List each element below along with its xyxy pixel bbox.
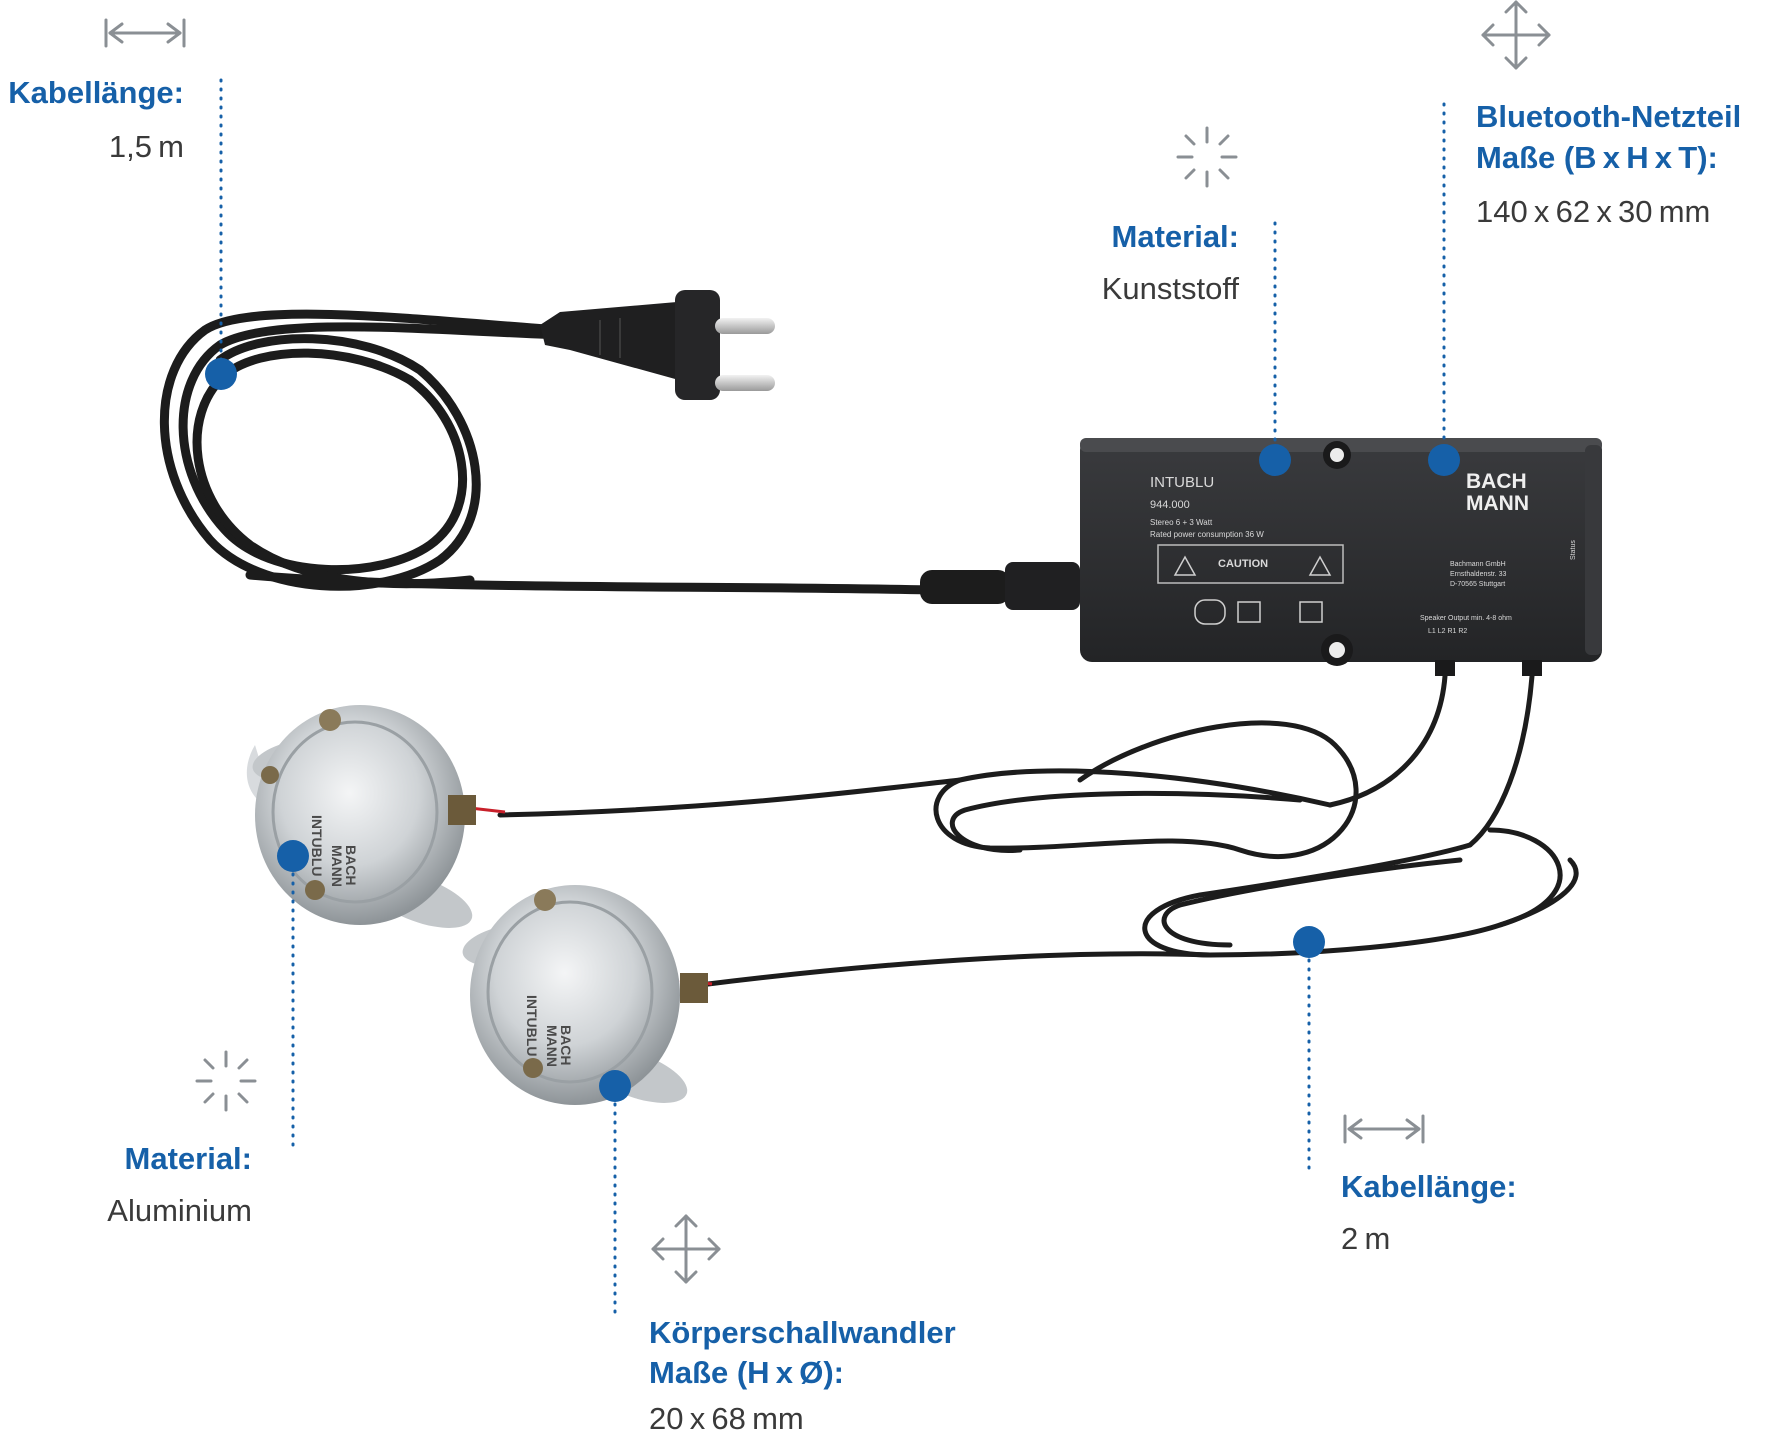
cable-length-speaker-value: 2 m xyxy=(1341,1221,1391,1256)
marker-cable-speaker xyxy=(1293,926,1325,958)
box-status-text: Status xyxy=(1570,540,1577,560)
marker-material-box xyxy=(1259,444,1291,476)
box-address-3: D-70565 Stuttgart xyxy=(1450,581,1505,588)
bluetooth-psu-value: 140 x 62 x 30 mm xyxy=(1476,194,1711,229)
cable-length-plug-value: 1,5 m xyxy=(108,129,184,164)
transducer-value: 20 x 68 mm xyxy=(649,1401,804,1436)
transducer-lower-logo-1: BACH xyxy=(558,1025,574,1065)
marker-material-transducer xyxy=(277,840,309,872)
box-address-1: Bachmann GmbH xyxy=(1450,561,1506,568)
transducer-upper-logo-1: BACH xyxy=(343,845,359,885)
power-cable xyxy=(159,309,935,595)
box-ports-text: L1 L2 R1 R2 xyxy=(1428,628,1467,635)
marker-bluetooth-psu xyxy=(1428,444,1460,476)
marker-transducer xyxy=(599,1070,631,1102)
euro-plug xyxy=(540,290,775,400)
box-model-text: 944.000 xyxy=(1150,499,1190,511)
material-box-title: Material: xyxy=(1111,219,1239,254)
cable-length-speaker-title: Kabellänge: xyxy=(1341,1169,1517,1204)
marker-cable-plug xyxy=(205,358,237,390)
transducer-lower-logo-2: MANN xyxy=(544,1025,560,1067)
box-caution-text: CAUTION xyxy=(1218,558,1268,570)
transducer-upper-brand: INTUBLU xyxy=(309,815,325,876)
box-output-text: Speaker Output min. 4-8 ohm xyxy=(1420,615,1512,622)
cable-length-plug-title: Kabellänge: xyxy=(8,75,184,110)
material-transducer-value: Aluminium xyxy=(107,1193,252,1228)
horizontal-dimension-arrow-icon xyxy=(104,18,186,48)
box-spec-line-1: Stereo 6 + 3 Watt xyxy=(1150,518,1213,527)
horizontal-dimension-arrow-icon xyxy=(1343,1114,1425,1144)
power-strain-relief xyxy=(920,562,1080,610)
box-brand-text: INTUBLU xyxy=(1150,474,1214,491)
transducer-lower-brand: INTUBLU xyxy=(524,995,540,1056)
speaker-cables xyxy=(497,673,1579,988)
bluetooth-power-supply xyxy=(1080,438,1602,676)
four-way-move-arrow-icon xyxy=(1481,0,1551,70)
sparkle-material-icon xyxy=(1176,126,1238,188)
transducer-title-line-1: Körperschallwandler xyxy=(649,1315,956,1350)
transducer-upper xyxy=(246,705,476,928)
four-way-move-arrow-icon xyxy=(651,1214,721,1284)
transducer-upper-logo-2: MANN xyxy=(329,845,345,887)
bluetooth-psu-title-line-2: Maße (B x H x T): xyxy=(1476,140,1718,175)
box-logo-line-2: MANN xyxy=(1466,492,1529,515)
transducer-lower xyxy=(462,885,708,1105)
material-transducer-title: Material: xyxy=(124,1141,252,1176)
sparkle-material-icon xyxy=(195,1050,257,1112)
box-logo-line-1: BACH xyxy=(1466,470,1527,493)
box-spec-line-2: Rated power consumption 36 W xyxy=(1150,530,1264,539)
bluetooth-psu-title-line-1: Bluetooth-Netzteil xyxy=(1476,99,1742,134)
box-address-2: Ernsthaldenstr. 33 xyxy=(1450,571,1507,578)
material-box-value: Kunststoff xyxy=(1101,271,1239,306)
transducer-title-line-2: Maße (H x Ø): xyxy=(649,1355,844,1390)
